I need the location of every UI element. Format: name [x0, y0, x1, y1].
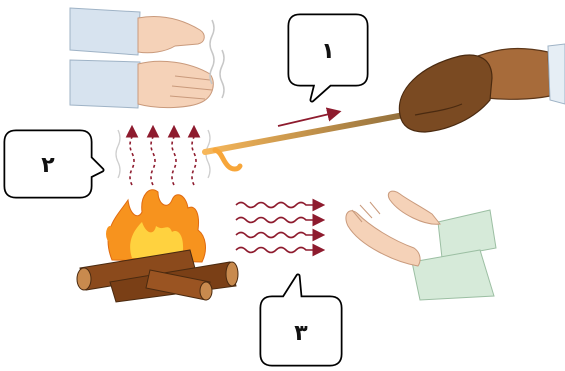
callout-2: ٢ [6, 132, 102, 196]
campfire [77, 190, 238, 302]
hand-right-lower [346, 211, 420, 266]
hand-right-upper [388, 191, 440, 224]
sleeve-green-top [438, 210, 496, 258]
convection-arrows [116, 128, 210, 185]
hands-above-fire [70, 8, 224, 108]
logs [77, 250, 238, 302]
callout-1: ١ [290, 16, 366, 100]
label-convection: ٢ [41, 153, 55, 178]
radiation-arrows [236, 203, 322, 253]
sleeve-right [548, 44, 565, 104]
sleeve-green-bottom [412, 250, 494, 300]
label-conduction: ١ [321, 39, 334, 64]
sleeve-top [70, 8, 140, 55]
callout-3: ٣ [262, 276, 340, 364]
metal-rod [205, 112, 420, 169]
sleeve-bottom [70, 60, 140, 108]
label-radiation: ٣ [294, 321, 308, 346]
hand-upper [138, 17, 204, 53]
warming-hands [346, 191, 496, 300]
hand-lower [138, 61, 213, 107]
conduction-arrow [278, 112, 338, 126]
glove [399, 55, 492, 132]
gloved-hand [399, 44, 565, 132]
